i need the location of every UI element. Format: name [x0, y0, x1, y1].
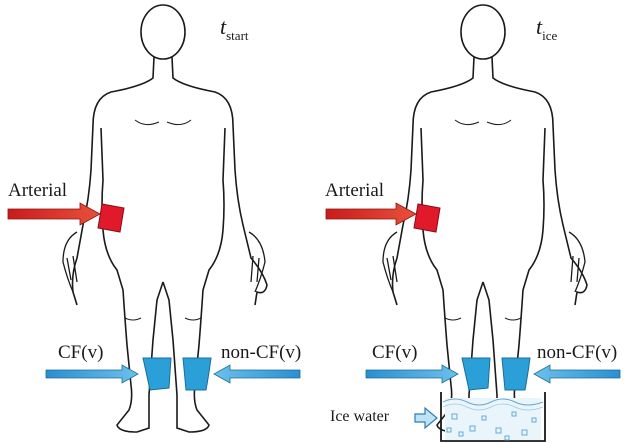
- venous-cuff-cf-ice: [462, 358, 490, 390]
- time-label-ice: tice: [536, 14, 557, 40]
- noncf-label-start: non-CF(v): [221, 342, 301, 364]
- noncf-label-ice: non-CF(v): [537, 342, 617, 364]
- cf-label-ice: CF(v): [372, 342, 417, 364]
- arterial-label-start: Arterial: [8, 180, 67, 202]
- cf-label-start: CF(v): [58, 342, 103, 364]
- cf-arrow-start: [46, 365, 138, 383]
- ice-water-bath: [441, 392, 545, 441]
- arterial-arrow-ice: [326, 203, 416, 225]
- noncf-arrow-start: [214, 365, 300, 383]
- venous-cuff-noncf-start: [183, 358, 211, 390]
- arterial-label-ice: Arterial: [325, 180, 384, 202]
- arterial-arrow-start: [8, 203, 100, 225]
- venous-cuff-noncf-ice: [502, 358, 530, 390]
- ice-water-pointer-arrow: [415, 408, 437, 428]
- arterial-cuff-ice: [414, 204, 440, 232]
- cf-arrow-ice: [366, 365, 458, 383]
- venous-cuff-cf-start: [143, 358, 171, 390]
- time-label-start: tstart: [220, 14, 249, 40]
- panel-ice: [326, 5, 620, 441]
- noncf-arrow-ice: [534, 365, 620, 383]
- ice-water-label: Ice water: [330, 408, 389, 426]
- arterial-cuff-start: [98, 204, 124, 232]
- panel-start: [8, 5, 300, 432]
